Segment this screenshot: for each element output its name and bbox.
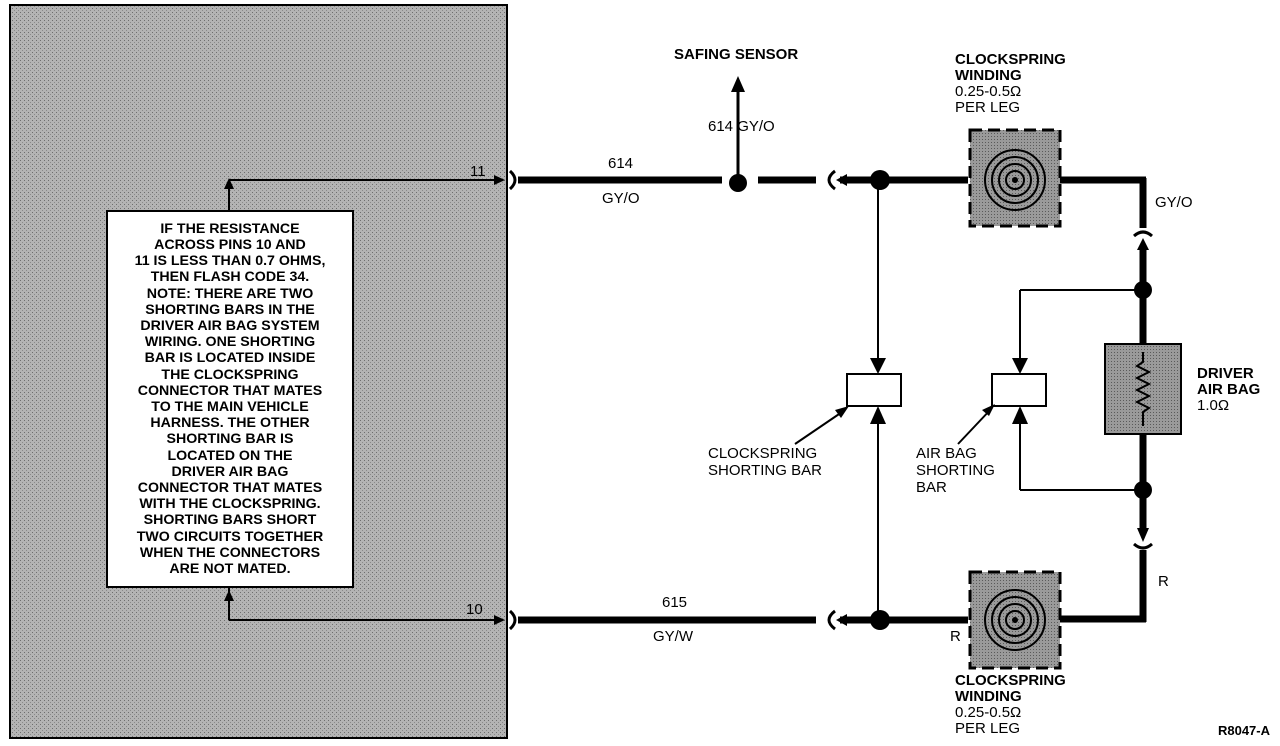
safing-sensor-arrow — [731, 76, 745, 92]
clockspring-bottom-spec-1: 0.25-0.5Ω — [955, 704, 1021, 721]
driver-airbag-label-2: AIR BAG — [1197, 381, 1260, 398]
clockspring-winding-top — [968, 128, 1062, 228]
driver-airbag-label-1: DRIVER — [1197, 365, 1254, 382]
right-wire-bottom-color: R — [1158, 573, 1169, 590]
resistance-note-box: IF THE RESISTANCE ACROSS PINS 10 AND 11 … — [106, 210, 354, 588]
clockspring-top-title-1: CLOCKSPRING — [955, 51, 1066, 68]
wire-615-circuit: 615 — [662, 594, 687, 611]
airbag-shorting-bar-label-1: AIR BAG — [916, 445, 977, 462]
pin-11-leader — [224, 175, 505, 210]
right-side-wiring — [1060, 176, 1153, 623]
wire-614-color: GY/O — [602, 190, 640, 207]
right-wire-top-color: GY/O — [1155, 194, 1193, 211]
airbag-shorting-bar-label-3: BAR — [916, 479, 947, 496]
safing-splice — [729, 174, 747, 192]
wire-614-circuit: 614 — [608, 155, 633, 172]
airbag-shorting-bar-label-2: SHORTING — [916, 462, 995, 479]
clockspring-bottom-title-2: WINDING — [955, 688, 1022, 705]
circuit-615-wire — [508, 609, 968, 631]
resistance-note-text: IF THE RESISTANCE ACROSS PINS 10 AND 11 … — [134, 220, 326, 578]
figure-code: R8047-A — [1217, 723, 1270, 738]
clockspring-bottom-spec-2: PER LEG — [955, 720, 1020, 737]
pin-10-label: 10 — [466, 601, 483, 618]
top-shorting-splice — [870, 170, 890, 190]
clockspring-shorting-bar — [794, 180, 902, 620]
clockspring-shorting-bar-label-2: SHORTING BAR — [708, 462, 822, 479]
clockspring-bottom-in-color: R — [950, 628, 961, 645]
clockspring-winding-bottom — [968, 570, 1062, 670]
clockspring-shorting-bar-label-1: CLOCKSPRING — [708, 445, 817, 462]
clockspring-bottom-title-1: CLOCKSPRING — [955, 672, 1066, 689]
wire-615-color: GY/W — [653, 628, 694, 645]
clockspring-top-spec-1: 0.25-0.5Ω — [955, 83, 1021, 100]
safing-sensor-circuit: 614 GY/O — [708, 118, 775, 135]
clockspring-top-spec-2: PER LEG — [955, 99, 1020, 116]
bottom-shorting-splice — [870, 610, 890, 630]
safing-sensor-label: SAFING SENSOR — [674, 46, 798, 63]
clockspring-top-title-2: WINDING — [955, 67, 1022, 84]
pin-11-label: 11 — [470, 163, 486, 180]
driver-airbag-module — [1104, 343, 1182, 435]
airbag-shorting-bar — [957, 281, 1152, 499]
driver-airbag-label-3: 1.0Ω — [1197, 397, 1229, 414]
pin-10-leader — [224, 588, 505, 625]
